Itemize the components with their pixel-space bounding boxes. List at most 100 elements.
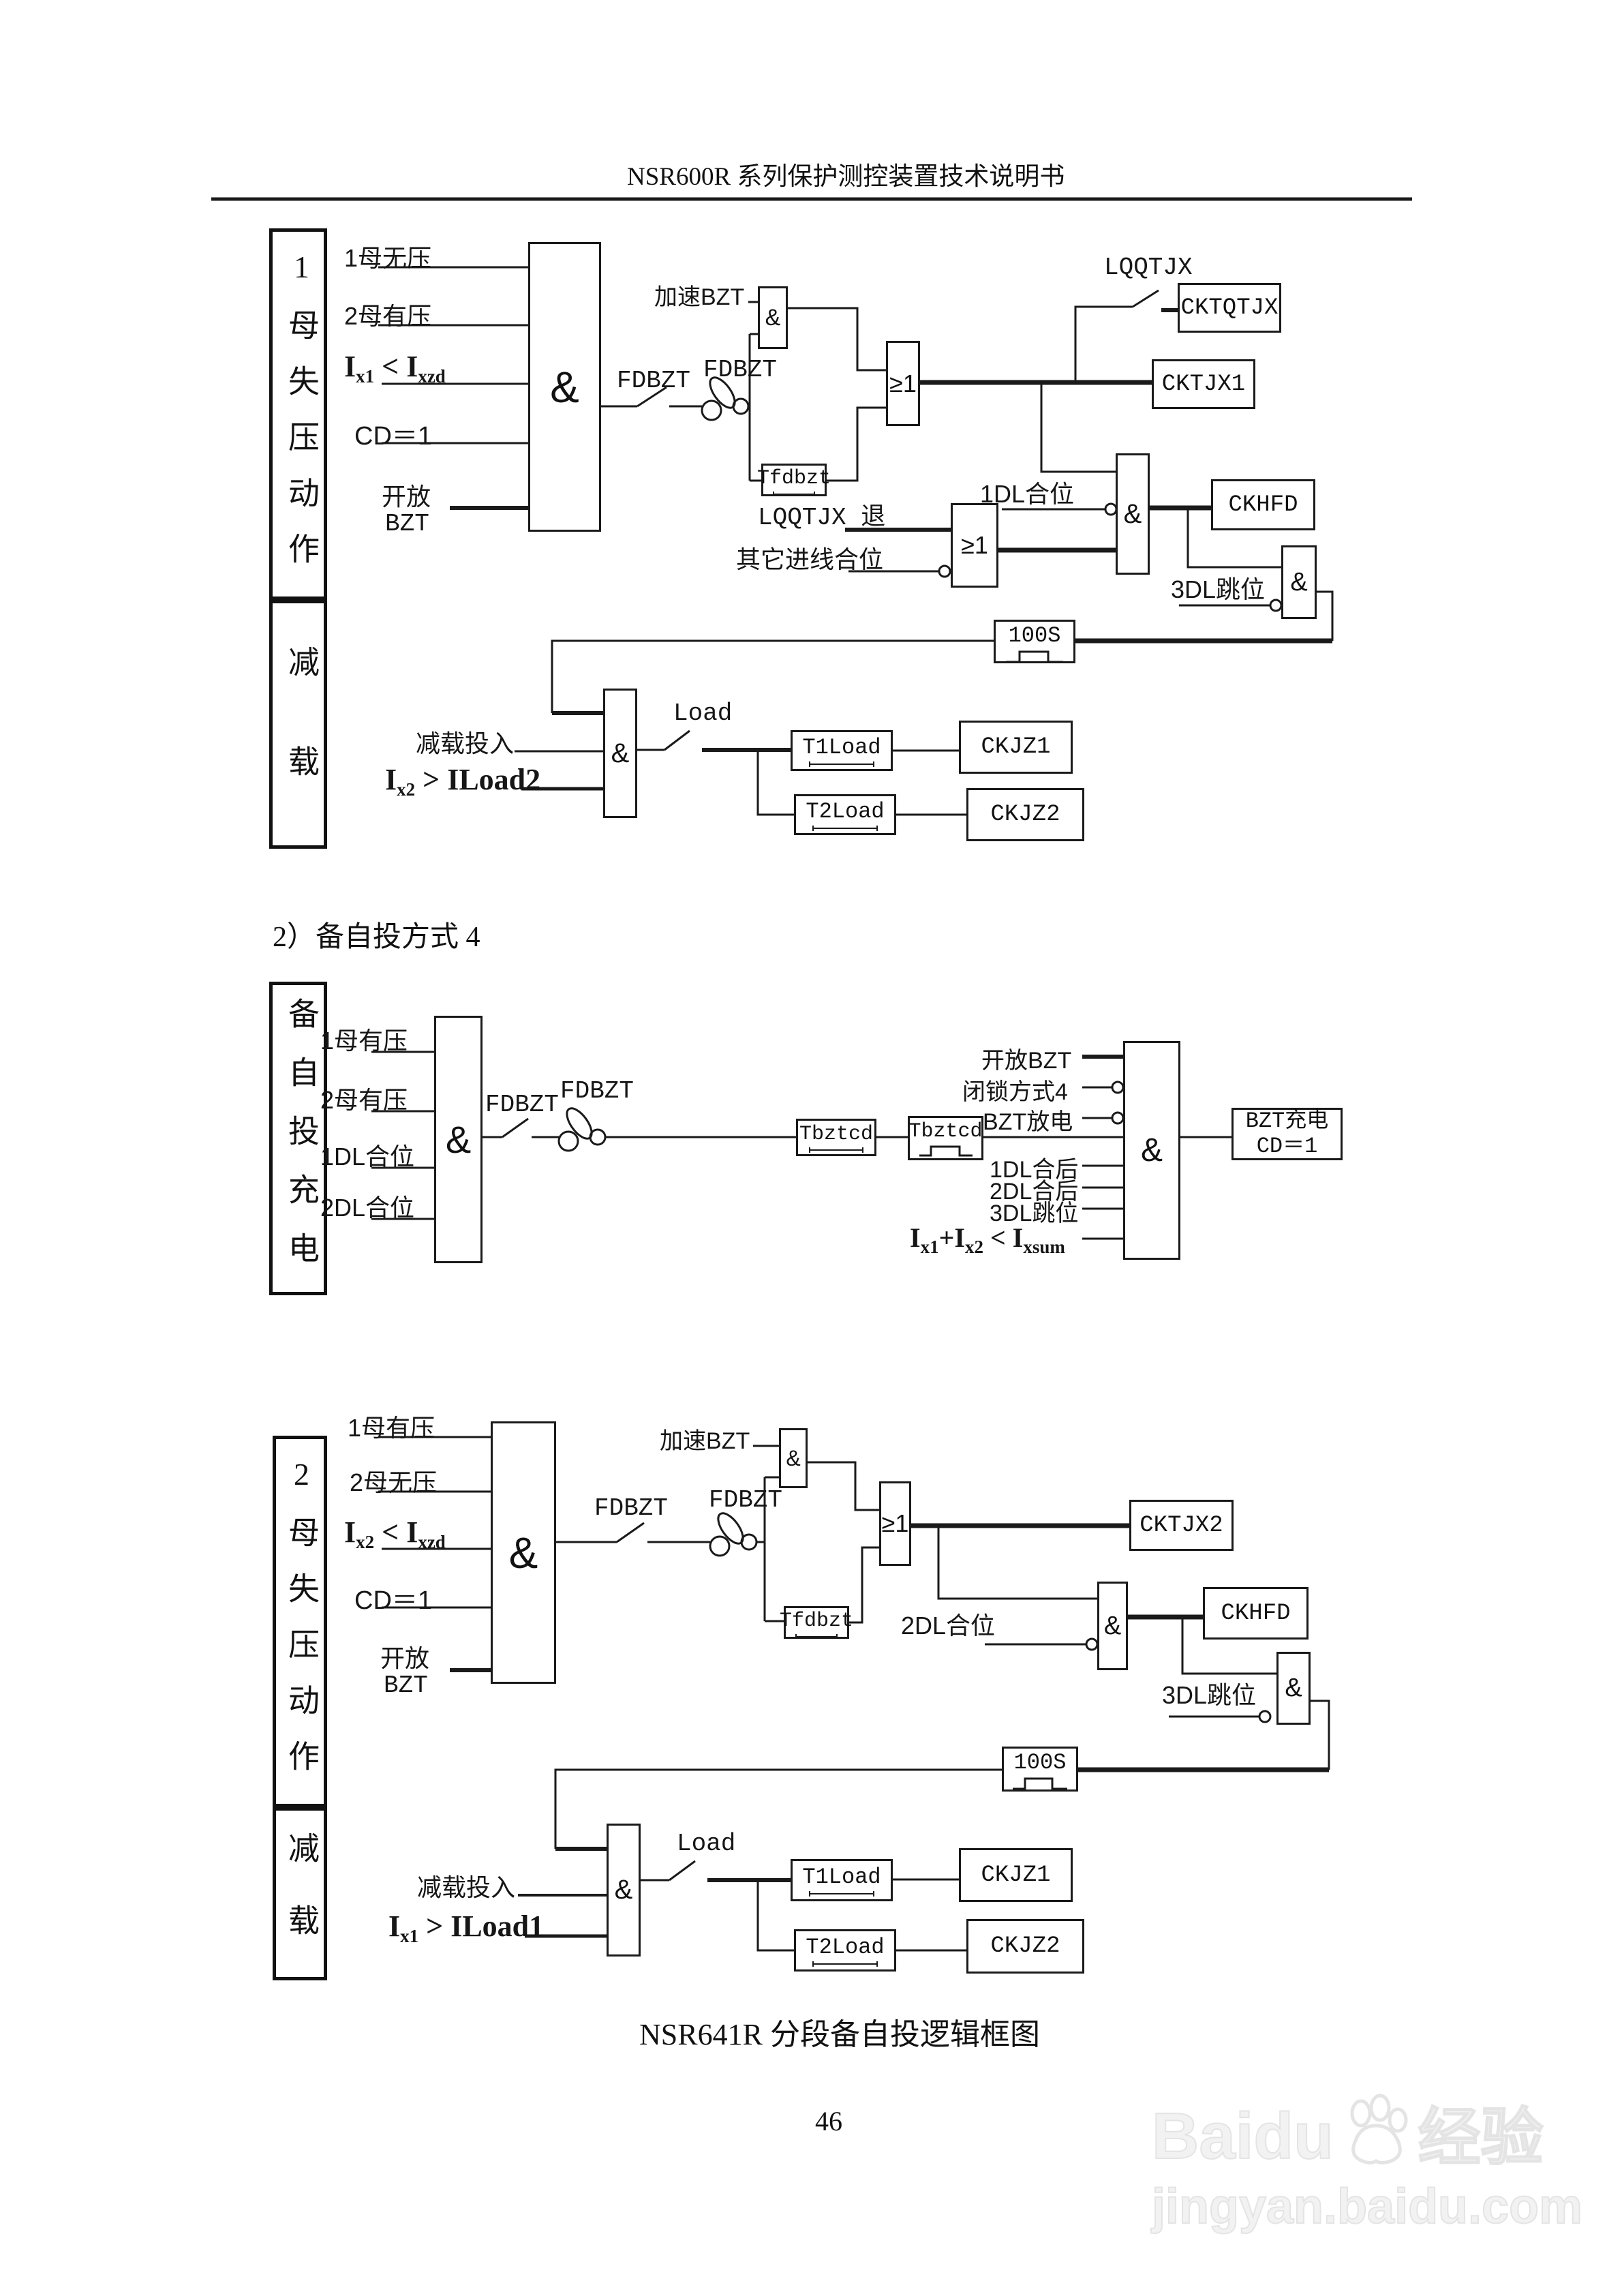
d3-sidebar-top: 2母失压动作 [273, 1436, 327, 1807]
d1-load-switch-label: Load [673, 699, 733, 727]
d1-fdbzt-connector-label: FDBZT [703, 356, 778, 384]
watermark-brand: Baidu [1151, 2100, 1334, 2173]
d3-cktjx2-box: CKTJX2 [1129, 1500, 1234, 1551]
d1-and-hfd-gate: & [1116, 453, 1150, 575]
d1-jianzai-label: 减载投入 [416, 729, 515, 757]
d2-input-4: 2DL合位 [320, 1194, 415, 1222]
d1-input-kaifang-bzt: BZT [385, 510, 429, 538]
timer-pulse-glyph [1013, 1777, 1067, 1789]
fdbzt-switch-icon [502, 1117, 529, 1138]
d3-jianzai-label: 减载投入 [417, 1873, 516, 1901]
d2-input-2: 2母有压 [320, 1086, 408, 1114]
bzt-charge-line2: CD＝1 [1256, 1133, 1318, 1159]
d1-cktqtjx-box: CKTQTJX [1178, 283, 1281, 333]
d1-input-ix: Ix1 < Ixzd [344, 350, 446, 387]
d3-2dl-hewei-label: 2DL合位 [901, 1612, 996, 1640]
timer-range-glyph [809, 1147, 863, 1153]
d1-qita-label: 其它进线合位 [736, 545, 884, 573]
d2-tbztcd-timer-1: Tbztcd [796, 1119, 876, 1156]
d2-ixsum-label: Ix1+Ix2 < Ixsum [910, 1222, 1065, 1257]
timer-label: 100S [1008, 623, 1061, 648]
d2-fdbzt-connector-label: FDBZT [560, 1077, 634, 1105]
d3-jiasu-bzt-label: 加速BZT [660, 1428, 750, 1454]
invert-bubble [1269, 599, 1283, 612]
d1-cktjx1-box: CKTJX1 [1152, 359, 1255, 409]
d1-t1load-timer: T1Load [791, 730, 893, 771]
d2-input-1: 1母有压 [320, 1027, 408, 1055]
d3-sidebar-bottom: 减载 [273, 1807, 327, 1980]
bzt-charge-line1: BZT充电 [1245, 1108, 1329, 1134]
d2-sidebar: 备自投充电 [269, 982, 327, 1295]
d3-t1load-timer: T1Load [791, 1859, 893, 1901]
timer-label: 100S [1013, 1750, 1067, 1775]
d1-1dl-hewei-label: 1DL合位 [980, 480, 1075, 508]
timer-label: T2Load [806, 1935, 885, 1960]
figure-caption: NSR641R 分段备自投逻辑框图 [639, 2018, 1040, 2051]
d1-lqqtjx-label: LQQTJX [1104, 254, 1193, 282]
d2-bisuo-fangshi4-label: 闭锁方式4 [962, 1079, 1068, 1105]
d3-and-accel-gate: & [779, 1428, 808, 1488]
d1-and-accel-gate: & [758, 286, 788, 349]
d1-lqqtjx-tui-label: LQQTJX 退 [758, 504, 886, 532]
d1-or-gate-2: ≥1 [951, 503, 998, 588]
timer-range-glyph [809, 1891, 874, 1897]
d2-bzt-fangdian-label: BZT放电 [983, 1109, 1073, 1135]
d2-bzt-chongdian-box: BZT充电 CD＝1 [1231, 1108, 1343, 1160]
d1-input-cd: CD＝1 [354, 422, 433, 451]
d3-and-3dl-gate: & [1276, 1652, 1311, 1725]
d2-fdbzt-switch-label: FDBZT [485, 1091, 560, 1119]
timer-label: T2Load [806, 799, 885, 824]
invert-bubble [1111, 1111, 1124, 1125]
timer-pulse-glyph [919, 1145, 973, 1157]
d3-input-kaifang: 开放 [380, 1644, 430, 1672]
invert-bubble [938, 564, 951, 578]
d1-sidebar-top: 1母失压动作 [269, 228, 327, 600]
page-header-title: NSR600R 系列保护测控装置技术说明书 [627, 163, 1065, 191]
d1-ckjz1-box: CKJZ1 [959, 721, 1073, 774]
timer-range-glyph [812, 1961, 878, 1967]
timer-label: Tfdbzt [779, 1610, 854, 1633]
d2-tbztcd-timer-2: Tbztcd [908, 1116, 983, 1160]
timer-range-glyph [795, 1634, 838, 1637]
d1-and-main-gate: & [528, 242, 601, 532]
d3-load-switch-label: Load [677, 1830, 736, 1858]
baidu-paw-icon [1350, 2094, 1408, 2164]
d2-and-charge-gate: & [1123, 1041, 1180, 1260]
d2-kaifang-bzt-label: 开放BZT [981, 1048, 1072, 1074]
d3-ckjz1-box: CKJZ1 [959, 1848, 1073, 1902]
d1-fdbzt-switch-label: FDBZT [617, 367, 691, 395]
d1-3dl-tiaowei-label: 3DL跳位 [1171, 575, 1266, 603]
fdbzt-switch-icon [616, 1522, 645, 1543]
baidu-watermark: Baidu 经验 jingyan.baidu.com [1151, 2093, 1583, 2235]
d3-100s-timer: 100S [1002, 1747, 1078, 1792]
d3-input-cd: CD＝1 [354, 1586, 433, 1615]
d3-ckjz2-box: CKJZ2 [966, 1919, 1084, 1974]
d1-t2load-timer: T2Load [794, 794, 896, 835]
d1-iload-label: Ix2 > ILoad2 [385, 763, 541, 800]
load-switch-icon [664, 729, 690, 751]
watermark-suffix: 经验 [1418, 2103, 1544, 2173]
d1-sidebar-bottom: 减载 [269, 600, 327, 849]
d1-or-gate-1: ≥1 [886, 341, 920, 426]
d3-fdbzt-switch-label: FDBZT [594, 1494, 669, 1522]
d3-3dl-tiaowei-label: 3DL跳位 [1162, 1681, 1257, 1709]
d3-or-gate: ≥1 [879, 1481, 911, 1566]
invert-bubble [1111, 1081, 1124, 1094]
d3-iload-label: Ix1 > ILoad1 [388, 1909, 545, 1946]
timer-range-glyph [812, 826, 878, 831]
section-2-title: 2）备自投方式 4 [273, 922, 480, 953]
timer-label: Tfdbzt [756, 467, 831, 490]
timer-label: Tbztcd [908, 1120, 983, 1143]
d3-t2load-timer: T2Load [794, 1929, 896, 1972]
watermark-url: jingyan.baidu.com [1151, 2179, 1583, 2235]
d1-input-2: 2母有压 [344, 302, 432, 330]
d3-input-ix: Ix2 < Ixzd [344, 1515, 446, 1552]
d1-ckjz2-box: CKJZ2 [966, 788, 1084, 841]
d1-and-load-gate: & [603, 689, 637, 818]
load-switch-icon [669, 1860, 696, 1882]
d3-input-2: 2母无压 [350, 1468, 438, 1496]
d1-jiasu-bzt-label: 加速BZT [654, 284, 745, 310]
timer-range-glyph [773, 492, 815, 494]
d3-and-load-gate: & [607, 1824, 641, 1957]
d3-input-kaifang-bzt: BZT [384, 1672, 428, 1700]
